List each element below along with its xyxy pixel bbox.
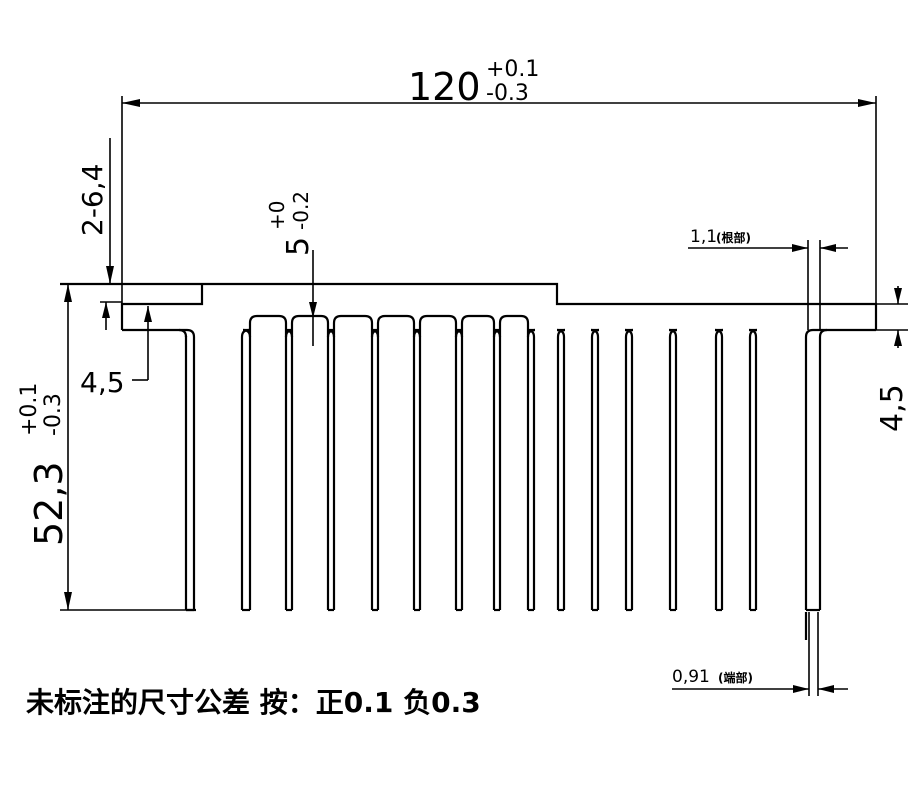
width-dimension: 120 +0.1 -0.3 [121, 57, 877, 330]
fin-slot-left [186, 328, 196, 610]
step-right-base-label: 4,5 [875, 384, 910, 432]
fin-thickness-top-note: (根部) [716, 230, 751, 245]
fin-top-rounded [248, 314, 288, 337]
fin-slot-right [668, 328, 678, 610]
fin-slot-right [804, 328, 814, 610]
fin-slot-right [240, 328, 250, 610]
fin-slot-left [748, 328, 758, 610]
heatsink-profile [60, 282, 878, 640]
fin-slot-left [668, 328, 678, 610]
fin-thickness-top-label: 1,1 [690, 227, 717, 247]
fin-slot-left [590, 328, 600, 610]
fin-top-rounded [498, 314, 530, 337]
height-dimension: 52,3 +0.1 -0.3 [17, 283, 190, 611]
fin-slot-left [526, 328, 536, 610]
width-upper-tol: +0.1 [486, 57, 539, 82]
fin-slot-right [590, 328, 600, 610]
fin-slot-right [556, 328, 566, 610]
step-left-label: 2-6,4 [76, 164, 109, 236]
fin-top-rounded [332, 314, 374, 337]
fin-thickness-bottom-dimension: 0,91 (端部) [672, 612, 848, 696]
width-lower-tol: -0.3 [486, 81, 529, 106]
fin-gap-upper-tol: +0 [265, 201, 289, 230]
fin-outer-corner [178, 328, 188, 338]
height-nominal: 52,3 [27, 461, 71, 546]
tolerance-note: 未标注的尺寸公差 按：正0.1 负0.3 [26, 686, 481, 719]
fin-slot-right [748, 328, 758, 610]
fin-top-rounded [290, 314, 330, 337]
fin-slot-left [624, 328, 634, 610]
fin-top-rounded [418, 314, 458, 337]
fin-top-rounded [460, 314, 496, 337]
fin-gap-dimension: 5 +0 -0.2 [265, 191, 317, 346]
fin-thickness-bottom-note: (端部) [718, 670, 753, 685]
width-nominal: 120 [408, 65, 481, 109]
fin-top-rounded [376, 314, 416, 337]
fin-slot-left [714, 328, 724, 610]
step-left-base-label: 4,5 [80, 366, 125, 399]
fin-slot-left [242, 328, 252, 610]
fin-slot-right [624, 328, 634, 610]
base-top-edge [60, 282, 878, 330]
base-left-step [120, 284, 204, 330]
fin-slot-left [556, 328, 566, 610]
fin-thickness-top-dimension: 1,1 (根部) [688, 227, 848, 330]
step-left-dimension: 2-6,4 4,5 [76, 138, 152, 399]
fin-gap-lower-tol: -0.2 [289, 191, 313, 230]
fin-thickness-bottom-label: 0,91 [672, 667, 710, 687]
step-right-dimension: 4,5 [875, 286, 910, 432]
fin-slot-right [714, 328, 724, 610]
height-upper-tol: +0.1 [17, 383, 42, 436]
fin-right-edge [818, 328, 828, 610]
height-lower-tol: -0.3 [41, 393, 66, 436]
fin-gap-nominal: 5 [281, 237, 316, 256]
